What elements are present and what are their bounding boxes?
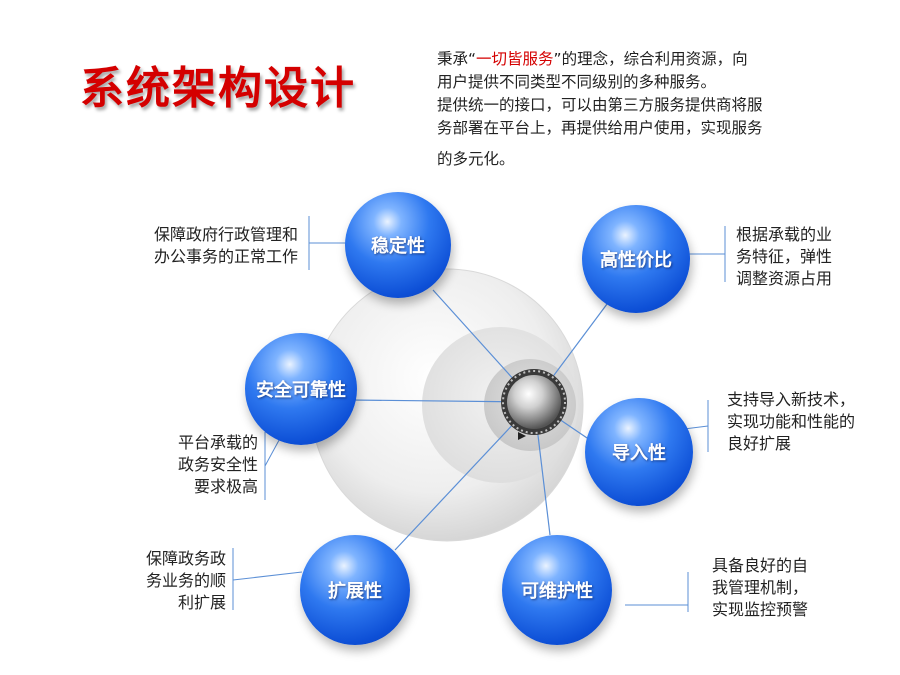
node-stability: 稳定性 (345, 192, 451, 298)
intro-line-1: 秉承“一切皆服务”的理念，综合利用资源，向 (437, 50, 748, 68)
intro-highlight: 一切皆服务 (476, 50, 554, 68)
desc-importability: 支持导入新技术， 实现功能和性能的 良好扩展 (727, 390, 856, 453)
leader-expansion (232, 571, 303, 581)
core-ring-dash (502, 370, 566, 434)
intro-line-4: 务部署在平台上，再提供给用户使用，实现服务 (437, 119, 763, 137)
node-cost-performance-label: 高性价比 (600, 250, 672, 271)
desc-expansion: 保障政务政 务业务的顺 利扩展 (145, 549, 226, 612)
node-maintainability: 可维护性 (502, 535, 612, 645)
node-maintainability-label: 可维护性 (521, 581, 593, 602)
core-arrow (518, 432, 526, 440)
core-sphere (507, 375, 561, 429)
node-security-label: 安全可靠性 (256, 380, 346, 401)
intro-line-2: 用户提供不同类型不同级别的多种服务。 (437, 73, 717, 91)
page-title: 系统架构设计 (80, 63, 356, 114)
intro-line-3: 提供统一的接口，可以由第三方服务提供商将服 (437, 96, 763, 114)
node-stability-label: 稳定性 (371, 236, 425, 257)
node-importability-label: 导入性 (612, 443, 666, 464)
desc-security: 平台承载的 政务安全性 要求极高 (177, 433, 258, 496)
desc-maintainability: 具备良好的自 我管理机制， 实现监控预警 (712, 556, 809, 619)
node-importability: 导入性 (585, 398, 693, 506)
desc-cost-performance: 根据承载的业 务特征，弹性 调整资源占用 (736, 225, 833, 288)
desc-stability: 保障政府行政管理和 办公事务的正常工作 (153, 225, 298, 266)
node-cost-performance: 高性价比 (582, 205, 690, 313)
node-security: 安全可靠性 (245, 333, 357, 445)
node-expansion: 扩展性 (300, 535, 410, 645)
spoke-expansion (394, 401, 535, 551)
intro-text: 秉承“一切皆服务”的理念，综合利用资源，向 用户提供不同类型不同级别的多种服务。… (437, 48, 817, 171)
node-expansion-label: 扩展性 (328, 581, 382, 602)
intro-line-5: 的多元化。 (437, 150, 515, 168)
